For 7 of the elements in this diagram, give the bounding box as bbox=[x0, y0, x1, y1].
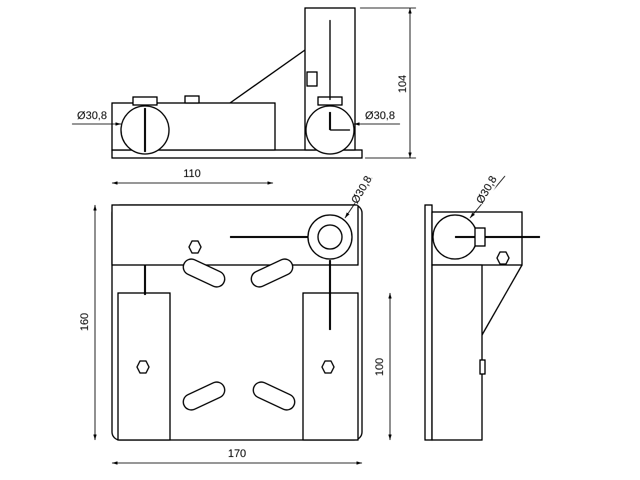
dimension-label: 100 bbox=[374, 358, 386, 376]
dimension-label: 110 bbox=[183, 168, 201, 180]
dimension-label: Ø30,8 bbox=[365, 110, 395, 122]
dimension-label: 170 bbox=[228, 448, 246, 460]
dimension-label: Ø30,8 bbox=[77, 110, 107, 122]
dimension-label: 104 bbox=[397, 74, 409, 94]
dimension-label: 160 bbox=[79, 312, 91, 332]
